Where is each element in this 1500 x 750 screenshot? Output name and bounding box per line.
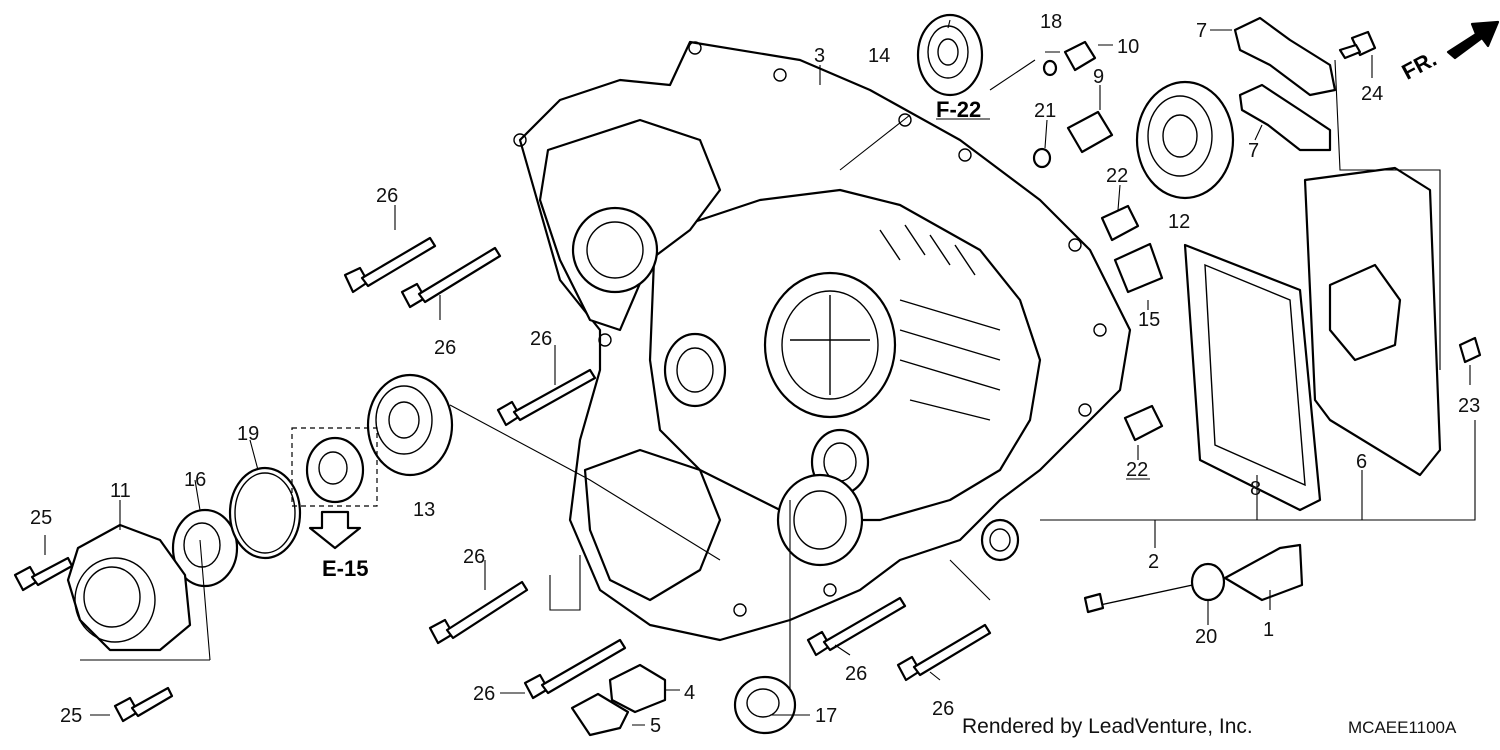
callout-14: 14 — [868, 45, 890, 67]
washer-21 — [1032, 147, 1052, 169]
cover-6 — [1303, 166, 1442, 477]
callout-9: 9 — [1093, 66, 1104, 88]
washer-18 — [1042, 59, 1058, 77]
callout-22-lower: 22 — [1126, 459, 1148, 481]
callout-17: 17 — [815, 705, 837, 727]
callout-26-f: 26 — [845, 663, 867, 685]
bolt-group-26 — [343, 236, 992, 700]
seal-17 — [733, 675, 797, 735]
callout-12: 12 — [1168, 211, 1190, 233]
bolt-23 — [1458, 336, 1482, 364]
bearing-13 — [366, 373, 454, 477]
bolt — [496, 368, 597, 427]
callout-26-a: 26 — [376, 185, 398, 207]
callout-10: 10 — [1117, 36, 1139, 58]
ref-f22: F-22 — [936, 97, 981, 122]
callout-15: 15 — [1138, 309, 1160, 331]
callout-13: 13 — [413, 499, 435, 521]
callout-7-upper: 7 — [1196, 20, 1207, 42]
o-ring-20 — [1190, 562, 1226, 602]
callout-5: 5 — [650, 715, 661, 737]
callout-16: 16 — [184, 469, 206, 491]
callout-22-upper: 22 — [1106, 165, 1128, 187]
dowel-22-upper — [1100, 204, 1140, 242]
gear-e15 — [291, 427, 378, 550]
transmission-case — [513, 40, 1132, 642]
callout-11: 11 — [110, 480, 131, 502]
callout-6: 6 — [1356, 451, 1367, 473]
callout-18: 18 — [1040, 11, 1062, 33]
callout-26-e: 26 — [473, 683, 495, 705]
seal-16 — [171, 508, 239, 588]
callout-20: 20 — [1195, 626, 1217, 648]
render-credit: Rendered by LeadVenture, Inc. — [962, 715, 1253, 738]
leader-lines — [44, 19, 1476, 726]
dowel-9 — [1066, 110, 1114, 154]
collar-10 — [1063, 40, 1097, 72]
bolt — [806, 596, 907, 657]
front-direction-arrow: FR. — [1398, 20, 1500, 85]
plug-5 — [570, 692, 630, 737]
ref-e15: E-15 — [322, 556, 368, 581]
diagram-code: MCAEE1100A — [1348, 718, 1457, 737]
callout-2: 2 — [1148, 551, 1159, 573]
bolt — [400, 246, 502, 309]
bracket-7-upper — [1233, 16, 1337, 97]
callout-7-lower: 7 — [1248, 140, 1259, 162]
callout-23: 23 — [1458, 395, 1480, 417]
bolt — [428, 580, 529, 645]
bearing-12 — [1135, 80, 1235, 200]
bolt — [896, 623, 992, 682]
callout-24: 24 — [1361, 83, 1383, 105]
callout-25-lower: 25 — [60, 705, 82, 727]
callout-8: 8 — [1250, 478, 1261, 500]
callout-25-upper: 25 — [30, 507, 52, 529]
callout-4: 4 — [684, 682, 695, 704]
callout-19: 19 — [237, 423, 259, 445]
callout-21: 21 — [1034, 100, 1056, 122]
callout-3: 3 — [814, 45, 825, 67]
bolt-24 — [1338, 30, 1377, 60]
o-ring-19 — [228, 466, 302, 560]
callout-26-g: 26 — [932, 698, 954, 720]
plug-4 — [608, 663, 667, 714]
housing-11 — [66, 523, 192, 652]
bearing-14 — [916, 13, 984, 97]
bearing-15 — [1113, 242, 1164, 294]
callout-26-b: 26 — [434, 337, 456, 359]
front-label: FR. — [1398, 46, 1441, 85]
bracket-7-lower — [1238, 83, 1332, 152]
dowel-22-lower — [1123, 404, 1164, 442]
callout-26-d: 26 — [463, 546, 485, 568]
bolt — [343, 236, 437, 294]
bolt — [523, 638, 627, 700]
callout-1: 1 — [1263, 619, 1274, 641]
callout-26-c: 26 — [530, 328, 552, 350]
bolt-25-lower — [113, 686, 174, 723]
gasket-8 — [1183, 243, 1322, 512]
bolt-25-upper — [13, 556, 74, 592]
